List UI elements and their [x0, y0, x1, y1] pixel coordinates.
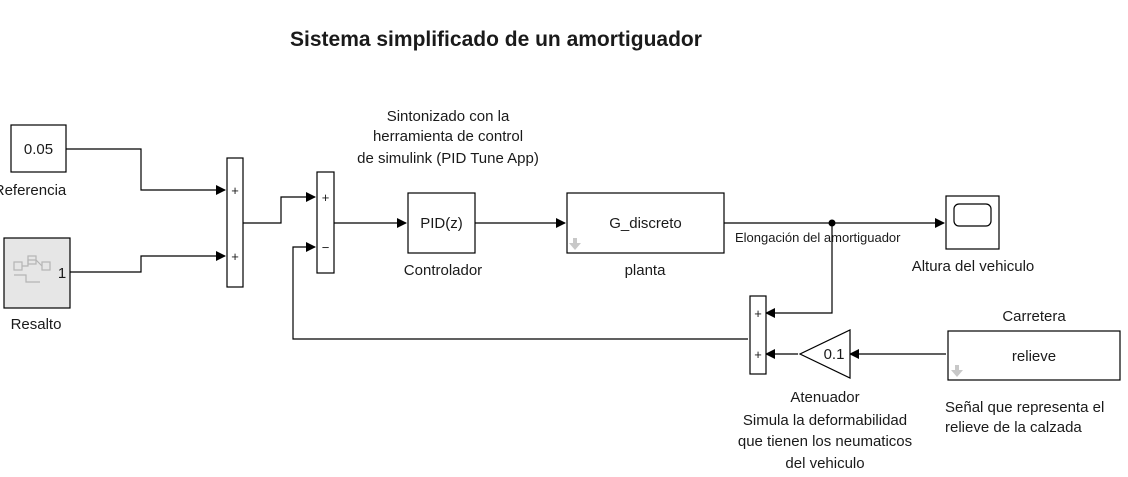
atenuador-note: Simula la deformabilidad que tienen los …	[738, 412, 912, 472]
referencia-block[interactable]: 0.05 Referencia	[0, 124, 67, 199]
planta-label: planta	[625, 262, 667, 279]
branch-point	[828, 219, 836, 227]
wire-branch-sum3[interactable]	[765, 223, 833, 318]
atenuador-label: Atenuador	[790, 389, 859, 406]
sum3-sign-bottom: +	[754, 347, 762, 362]
sum2-block[interactable]: + −	[316, 171, 335, 274]
planta-block[interactable]: G_discreto planta	[566, 192, 725, 279]
sum2-sign-bottom: −	[322, 240, 330, 255]
pid-text: PID(z)	[420, 215, 463, 232]
pid-note-line-3: de simulink (PID Tune App)	[357, 150, 539, 167]
signal-builder-icon	[13, 255, 51, 283]
wire-feedback-sum2[interactable]	[292, 242, 748, 340]
pid-controller-block[interactable]: PID(z) Controlador	[404, 192, 482, 279]
carretera-note-line-2: relieve de la calzada	[945, 419, 1082, 436]
sum3-block[interactable]: + +	[749, 295, 767, 375]
pid-note-line-1: Sintonizado con la	[387, 108, 510, 125]
wire-referencia-sum1[interactable]	[66, 148, 226, 195]
wire-resalto-sum1[interactable]	[70, 251, 226, 273]
carretera-text: relieve	[1012, 348, 1056, 365]
subsystem-arrow-icon	[951, 365, 963, 377]
carretera-title: Carretera	[1002, 308, 1066, 325]
diagram-title: Sistema simplificado de un amortiguador	[290, 28, 702, 51]
resalto-label: Resalto	[11, 316, 62, 333]
sum2-sign-top: +	[322, 190, 330, 205]
subsystem-arrow-icon	[569, 238, 581, 250]
scope-block[interactable]: Altura del vehiculo	[912, 195, 1035, 275]
pid-note: Sintonizado con la herramienta de contro…	[357, 108, 539, 167]
scope-label: Altura del vehiculo	[912, 258, 1035, 275]
scope-screen-icon	[953, 203, 992, 227]
pid-note-line-2: herramienta de control	[373, 128, 523, 145]
atenuador-block[interactable]: 0.1 Atenuador	[790, 329, 860, 406]
sum3-sign-top: +	[754, 306, 762, 321]
resalto-block[interactable]: 1 Resalto	[3, 237, 71, 333]
sum1-sign-top: +	[231, 183, 239, 198]
atenuador-note-line-2: que tienen los neumaticos	[738, 433, 912, 450]
planta-text: G_discreto	[609, 215, 682, 232]
wire-sum1-sum2[interactable]	[243, 192, 316, 224]
signal-label: Elongación del amortiguador	[735, 230, 901, 245]
referencia-label: Referencia	[0, 182, 67, 199]
carretera-note: Señal que representa el relieve de la ca…	[945, 399, 1104, 436]
sum1-block[interactable]: + +	[226, 157, 244, 288]
wires	[66, 148, 946, 359]
atenuador-note-line-1: Simula la deformabilidad	[743, 412, 907, 429]
atenuador-value: 0.1	[824, 346, 845, 363]
resalto-port: 1	[58, 265, 66, 282]
referencia-value: 0.05	[24, 141, 53, 158]
carretera-block[interactable]: Carretera relieve	[947, 308, 1121, 381]
sum1-sign-bottom: +	[231, 249, 239, 264]
carretera-note-line-1: Señal que representa el	[945, 399, 1104, 416]
atenuador-note-line-3: del vehiculo	[785, 455, 864, 472]
pid-label: Controlador	[404, 262, 482, 279]
